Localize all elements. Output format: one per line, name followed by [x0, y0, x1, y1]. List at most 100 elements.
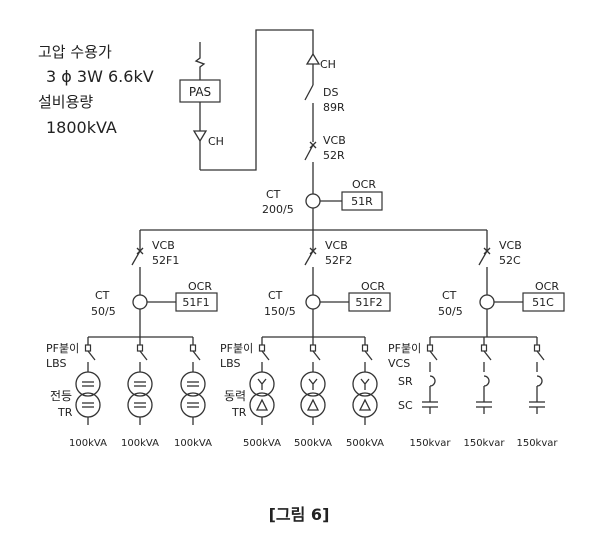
feeder-2-branch-2-tr-primary — [300, 371, 326, 397]
ocr-main-label: OCR — [352, 178, 376, 191]
figure-caption: [그림 6] — [269, 505, 330, 524]
feeder-2-ocr-number: 51F2 — [355, 296, 382, 309]
cable-head-right — [305, 52, 321, 65]
header-line-2: 3 ϕ 3W 6.6kV — [46, 67, 154, 86]
feeder-3-switch-label-1: PF붙이 — [388, 342, 421, 355]
feeder-3-ocr-box — [522, 292, 565, 312]
header-line-3: 설비용량 — [38, 93, 93, 111]
feeder-1-load-label-1: 전등 — [50, 389, 72, 403]
feeder-2-branch-3-rating: 500kVA — [346, 438, 384, 449]
feeder-2-branch-2-fuse — [309, 344, 317, 352]
feeder-2-load-label-1: 동력 — [224, 389, 246, 403]
feeder-3-branch-1-reactor — [429, 375, 436, 387]
feeder-3-ct-label: CT — [442, 289, 457, 302]
feeder-2-vcb-blade — [304, 250, 314, 266]
cable-loop — [200, 29, 314, 171]
feeder-1-vcb-blade — [131, 250, 141, 266]
header-line-4: 1800kVA — [46, 118, 117, 137]
feeder-1-switch-label-2: LBS — [46, 357, 66, 370]
feeder-1-branch-1-tr-primary — [75, 371, 101, 397]
feeder-1-vcb-label: VCB — [152, 239, 175, 252]
feeder-2-branch-1-fuse — [258, 344, 266, 352]
feeder-3-vcb-number: 52C — [499, 254, 521, 267]
vcb-52r-number: 52R — [323, 149, 345, 162]
feeder-1-ocr-label: OCR — [188, 280, 212, 293]
ocr-51r-box — [341, 191, 383, 211]
ocr-51r-number: 51R — [351, 195, 373, 208]
feeder-1-branch-1-switch-blade — [87, 350, 96, 361]
feeder-3-switch-label-2: VCS — [388, 357, 410, 370]
feeder-1-ct-label: CT — [95, 289, 110, 302]
feeder-3-vcb-blade — [478, 250, 488, 266]
feeder-3-branch-2-fuse — [480, 344, 488, 352]
feeder-2-branch-3-tr-delta — [358, 398, 372, 411]
feeder-3-load-label-2: SC — [398, 399, 413, 412]
feeder-1-branch-3-fuse — [189, 344, 197, 352]
feeder-2-ct-ratio: 150/5 — [264, 305, 296, 318]
feeder-3-branch-1-rating: 150kvar — [409, 438, 451, 449]
ds-blade — [304, 84, 314, 101]
feeder-2-switch-label-2: LBS — [220, 357, 240, 370]
feeder-1-branch-2-rating: 100kVA — [121, 438, 159, 449]
feeder-3-branch-3-fuse — [533, 344, 541, 352]
ch-left-label: CH — [208, 135, 224, 148]
incoming-line-left — [194, 42, 206, 80]
feeder-2-branch-3-switch-blade — [364, 350, 373, 361]
feeder-2-branch-2-tr-wye — [308, 378, 318, 390]
feeder-3-branch-3-rating: 150kvar — [516, 438, 558, 449]
feeder-2-branch-3-fuse — [361, 344, 369, 352]
feeder-2-ct-label: CT — [268, 289, 283, 302]
feeder-3-ocr-label: OCR — [535, 280, 559, 293]
feeder-2-vcb-number: 52F2 — [325, 254, 352, 267]
feeder-3-branch-2-rating: 150kvar — [463, 438, 505, 449]
feeder-1-ocr-number: 51F1 — [182, 296, 209, 309]
feeder-2-branch-2-tr-delta — [306, 398, 320, 411]
feeder-2-branch-1-switch-blade — [261, 350, 270, 361]
feeder-3-branch-1-fuse — [426, 344, 434, 352]
vcb-52r-label: VCB — [323, 134, 346, 147]
feeder-1-branch-1-fuse — [84, 344, 92, 352]
feeder-1-branch-1-rating: 100kVA — [69, 438, 107, 449]
feeder-1-branch-2-switch-blade — [139, 350, 148, 361]
feeder-1-ct-ratio: 50/5 — [91, 305, 116, 318]
feeder-2-branch-1-rating: 500kVA — [243, 438, 281, 449]
feeder-2-branch-1-tr-delta — [255, 398, 269, 411]
ds-number: 89R — [323, 101, 345, 114]
feeder-3-ct-ratio: 50/5 — [438, 305, 463, 318]
feeder-1-ocr-box — [175, 292, 218, 312]
feeder-2-vcb-label: VCB — [325, 239, 348, 252]
feeder-3-branch-1-switch-blade — [429, 350, 438, 361]
feeder-3-branch-2-reactor — [483, 375, 490, 387]
feeder-2-branch-1-tr-primary — [249, 371, 275, 397]
ct-main-ratio: 200/5 — [262, 203, 294, 216]
cable-head-left — [192, 130, 208, 143]
feeder-2-branch-2-rating: 500kVA — [294, 438, 332, 449]
ct-main-label: CT — [266, 188, 281, 201]
feeder-3-ct-symbol — [479, 294, 495, 310]
incoming-section: PAS CH CH DS 89R VCB 52R CT 200/5 OCR 51… — [179, 29, 383, 230]
feeder-1-branch-3-switch-blade — [192, 350, 201, 361]
feeder-1-branch-2-tr-primary — [127, 371, 153, 397]
feeder-2-ocr-label: OCR — [361, 280, 385, 293]
feeder-2-branch-3-tr-wye — [360, 378, 370, 390]
pas-label: PAS — [189, 85, 211, 99]
feeder-1-load-label-2: TR — [57, 406, 73, 419]
feeder-1-branch-3-rating: 100kVA — [174, 438, 212, 449]
feeder-3-branch-3-reactor — [536, 375, 543, 387]
feeder-2-switch-label-1: PF붙이 — [220, 342, 253, 355]
feeder-3-load-label-1: SR — [398, 375, 413, 388]
feeder-2-ocr-box — [348, 292, 391, 312]
ds-label: DS — [323, 86, 338, 99]
feeder-2-branch-3-tr-primary — [352, 371, 378, 397]
vcb-52r-blade — [304, 144, 314, 161]
feeder-1-branch-2-fuse — [136, 344, 144, 352]
feeder-3-ocr-number: 51C — [532, 296, 554, 309]
feeder-3-vcb-label: VCB — [499, 239, 522, 252]
feeder-2-ct-symbol — [305, 294, 321, 310]
feeder-2-branch-2-switch-blade — [312, 350, 321, 361]
feeder-1-switch-label-1: PF붙이 — [46, 342, 79, 355]
ct-main-symbol — [305, 193, 321, 209]
feeder-2-load-label-2: TR — [231, 406, 247, 419]
